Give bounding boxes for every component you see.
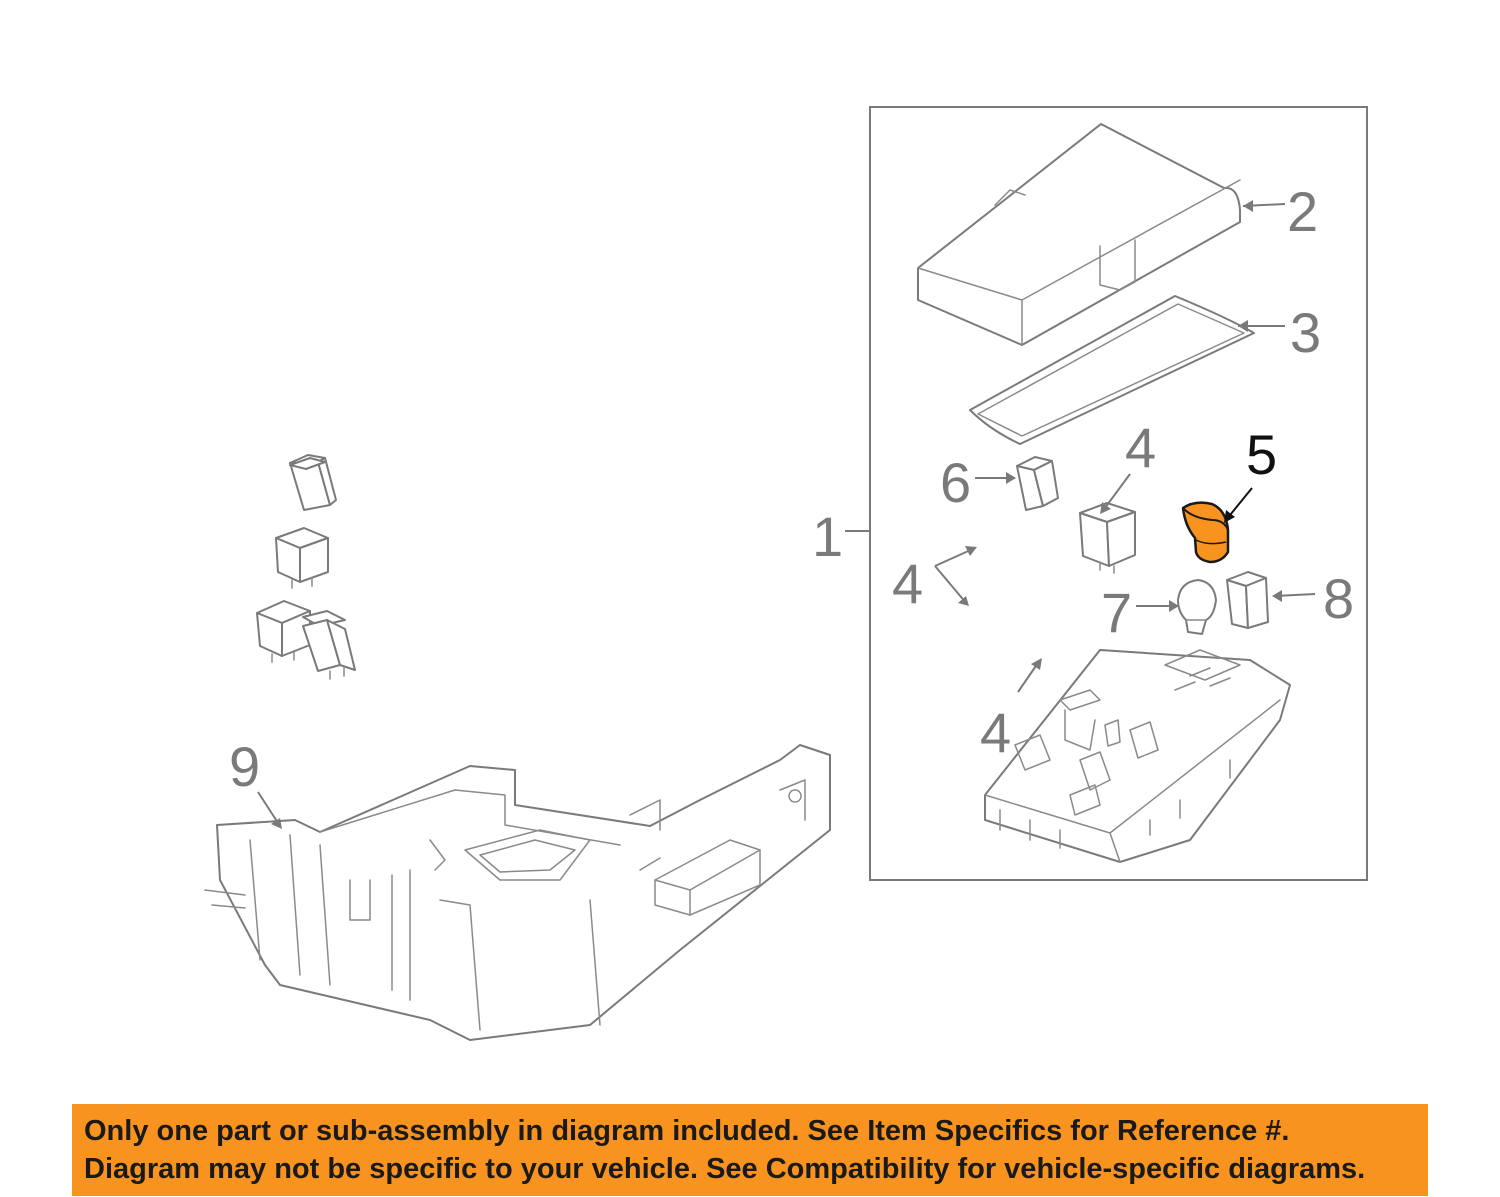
- callout-4-top: 4: [1125, 416, 1156, 479]
- callout-6: 6: [940, 451, 971, 514]
- leader-lines: [257, 200, 1316, 829]
- part-3-gasket[interactable]: [969, 295, 1255, 445]
- part-2-cover[interactable]: [917, 123, 1241, 346]
- assembly-frame: [869, 106, 1368, 881]
- callout-2: 2: [1287, 180, 1318, 243]
- part-4-relay-top[interactable]: [1079, 502, 1136, 574]
- part-4-relay-left-upper[interactable]: [275, 527, 329, 589]
- part-7-fuse[interactable]: [1177, 579, 1217, 635]
- callout-4-left: 4: [892, 552, 923, 615]
- part-6-relay-shape: [1016, 456, 1059, 511]
- callout-3: 3: [1290, 301, 1321, 364]
- part-9-tray[interactable]: [204, 744, 831, 1041]
- callout-8: 8: [1323, 567, 1354, 630]
- disclaimer-line-1: Only one part or sub-assembly in diagram…: [84, 1115, 1290, 1147]
- part-4-relay-bottom[interactable]: [302, 610, 356, 680]
- part-8-block[interactable]: [1226, 571, 1269, 629]
- disclaimer-line-2: Diagram may not be specific to your vehi…: [84, 1153, 1366, 1185]
- callout-9: 9: [229, 735, 260, 798]
- part-5-fuse-highlighted[interactable]: [1181, 501, 1230, 564]
- fuse-box-base: [984, 649, 1291, 863]
- disclaimer-banner: Only one part or sub-assembly in diagram…: [72, 1104, 1428, 1196]
- callout-1: 1: [812, 505, 843, 568]
- callout-4-bottom: 4: [980, 701, 1011, 764]
- part-4-relay-left-lower[interactable]: [256, 600, 311, 663]
- callout-7: 7: [1101, 581, 1132, 644]
- callout-5: 5: [1246, 423, 1277, 486]
